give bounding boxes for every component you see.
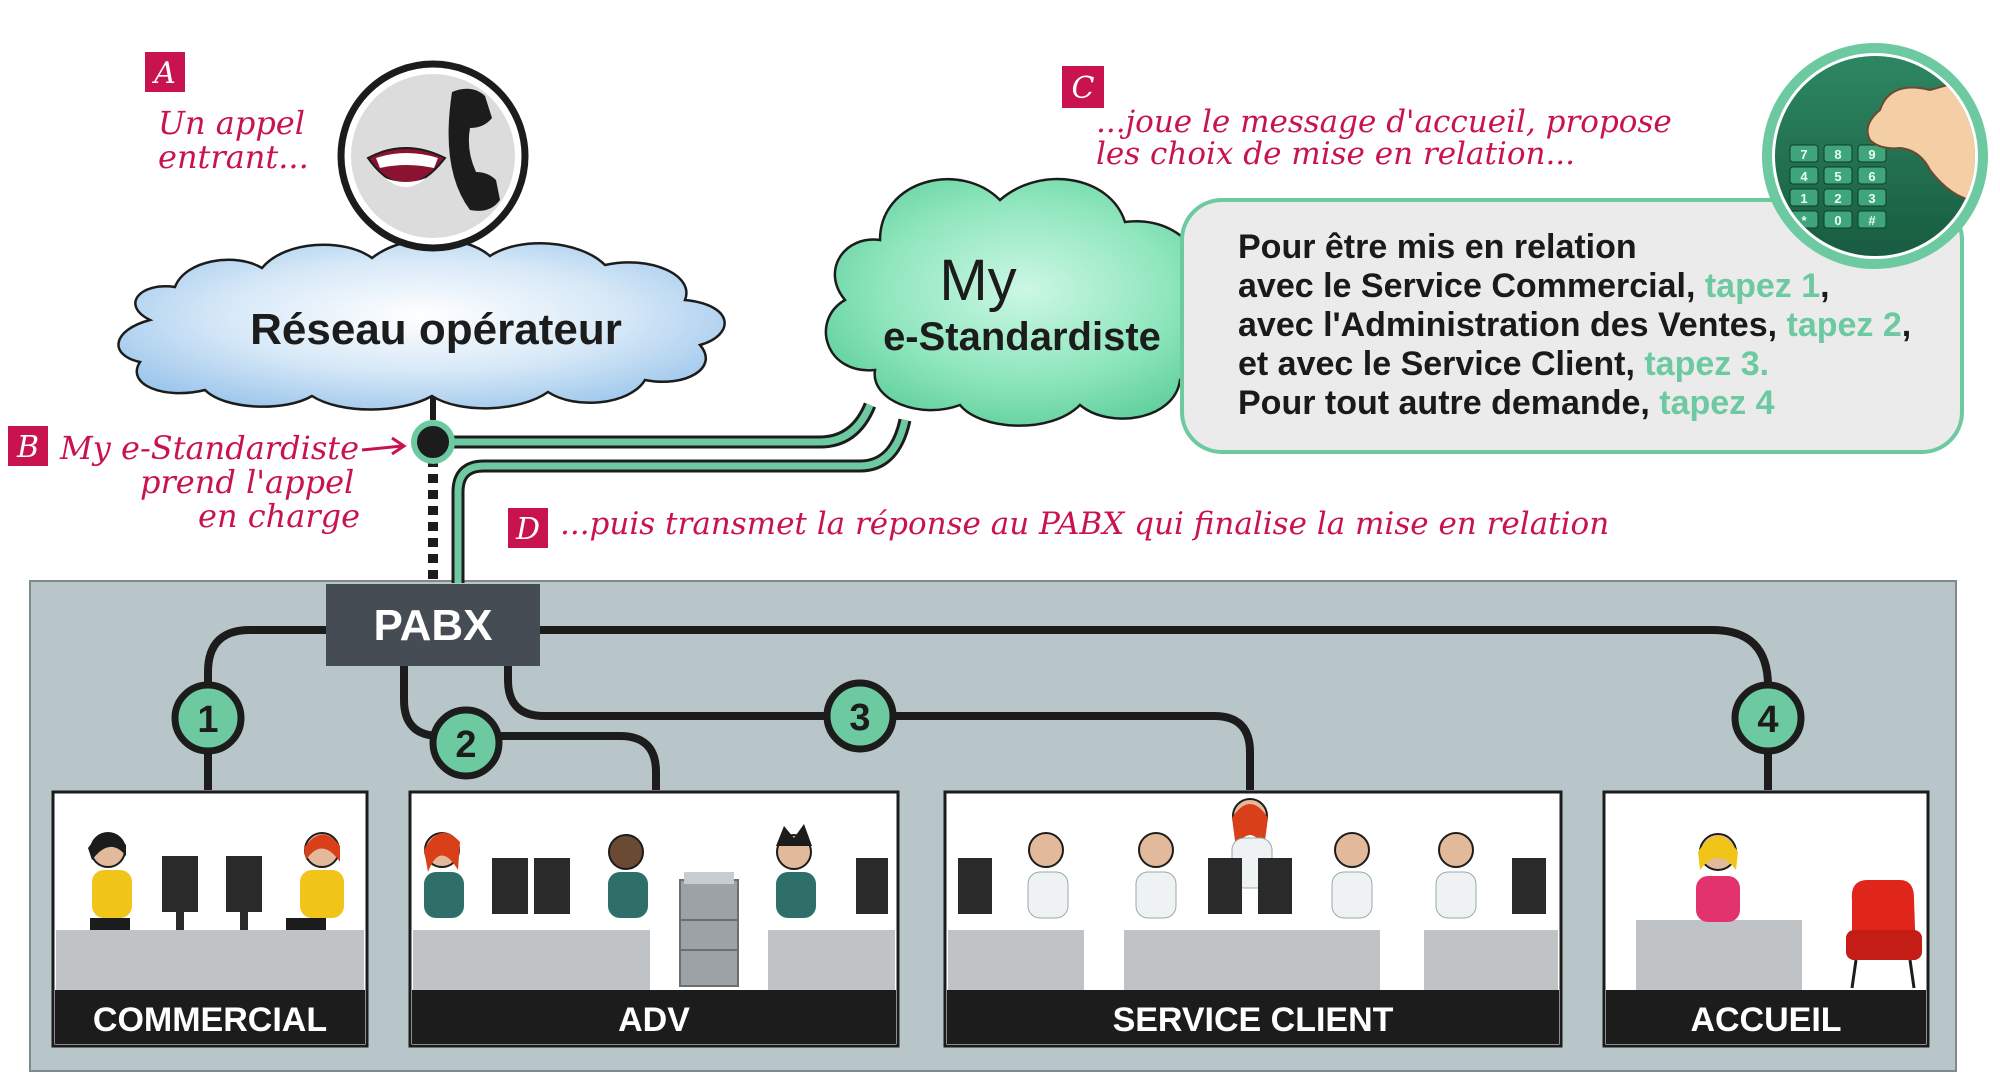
badge-4: 4 [1731,681,1805,755]
keypad-key [1857,144,1887,163]
svg-text:1: 1 [197,699,218,741]
keypad-key-label: 4 [1800,169,1808,184]
keypad-key-label: 0 [1834,213,1841,228]
keypad-key [1789,144,1819,163]
dept-label-accueil: ACCUEIL [1690,1001,1841,1039]
step-c-note-line1: ...joue le message d'accueil, propose [1096,104,1672,140]
department-commercial: COMMERCIAL [51,790,369,1048]
dept-label-commercial: COMMERCIAL [93,1001,327,1039]
keypad-key-label: 1 [1800,191,1807,206]
badge-1: 1 [171,681,245,755]
step-a-note-line1: Un appel [158,104,305,142]
cloud-line2: e-Standardiste [883,315,1161,359]
keypad-key [1857,210,1887,229]
node-dot [411,420,455,464]
keypad-key [1789,188,1819,207]
step-a: A [145,52,185,92]
message-bubble [1180,198,1964,454]
step-d: D [508,508,548,548]
step-b-arrow [361,436,407,456]
keypad-key [1857,188,1887,207]
keypad-key [1857,166,1887,185]
keypad-key-label: 3 [1868,191,1875,206]
keypad-key-label: 2 [1834,191,1841,206]
step-c-note-line2: les choix de mise en relation... [1096,136,1575,172]
network-label: Réseau opérateur [250,305,622,354]
keypad-key-label: 9 [1868,147,1875,162]
step-b-note-line2: prend l'appel [140,463,354,501]
cloud-link [452,403,874,446]
keypad-key-label: 5 [1834,169,1841,184]
badge-3: 3 [823,679,897,753]
keypad-key [1823,166,1853,185]
pabx-box [326,584,540,666]
badge-2: 2 [429,706,503,780]
department-accueil: ACCUEIL [1602,790,1930,1048]
svg-text:4: 4 [1757,699,1778,741]
phone-icon [448,88,500,211]
pabx-label: PABX [374,601,493,650]
svg-text:2: 2 [455,724,476,766]
keypad-key [1823,210,1853,229]
step-c: C [1062,66,1104,108]
keypad-key-label: # [1868,213,1876,228]
keypad-key-label: 8 [1834,147,1841,162]
step-b: B [8,426,48,466]
cloud-line1: My [939,248,1016,313]
step-a-note-line2: entrant... [158,138,309,176]
svg-text:C: C [1072,71,1095,106]
department-adv: ADV [408,790,900,1048]
estandardiste-cloud [824,177,1226,427]
step-b-note-line1: My e-Standardiste [59,429,359,467]
svg-text:B: B [16,430,39,465]
keypad-key [1823,188,1853,207]
dept-label-service-client: SERVICE CLIENT [1113,1001,1394,1039]
return-link [454,419,909,583]
keypad-key [1789,166,1819,185]
step-b-note-line3: en charge [198,497,360,535]
keypad-icon: 7 8 9 4 5 6 1 2 3 * 0 # [1789,144,1887,229]
operator-network-cloud [117,237,726,411]
keypad-key [1823,144,1853,163]
keypad-badge: 7 8 9 4 5 6 1 2 3 * 0 # [1762,43,1988,269]
department-service-client: SERVICE CLIENT [943,790,1563,1048]
step-d-note: ...puis transmet la réponse au PABX qui … [560,506,1609,542]
svg-text:3: 3 [849,697,870,739]
keypad-key-label: 6 [1868,169,1875,184]
dept-label-adv: ADV [618,1001,690,1039]
cloud-link-outline [452,402,877,449]
mouth-icon [366,147,447,187]
keypad-key-label: 7 [1800,147,1807,162]
svg-text:D: D [515,512,540,547]
incoming-call-badge [337,60,529,252]
svg-text:A: A [151,56,176,91]
keypad-key-label: * [1801,213,1807,228]
